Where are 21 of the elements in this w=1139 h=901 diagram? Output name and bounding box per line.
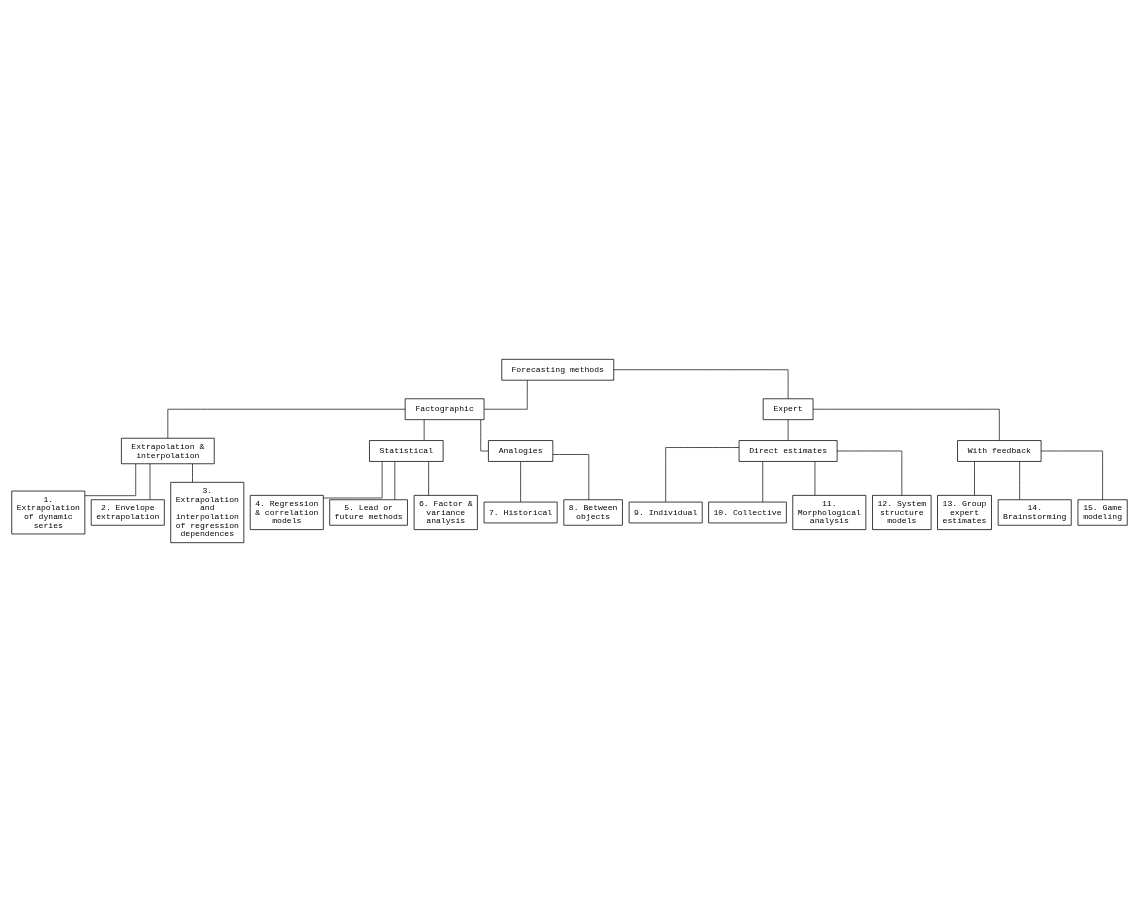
connector <box>762 460 764 502</box>
connector <box>665 446 740 502</box>
connector <box>323 460 383 498</box>
connector <box>149 463 151 500</box>
connector <box>613 368 789 399</box>
connector <box>974 460 975 496</box>
connector <box>812 408 1000 441</box>
connector <box>428 460 429 496</box>
connector <box>394 460 396 500</box>
connector <box>552 453 590 500</box>
connector <box>483 379 528 410</box>
connector <box>192 463 193 482</box>
connector <box>1040 450 1103 500</box>
connector <box>84 463 137 496</box>
connector <box>480 418 489 451</box>
connector <box>787 418 789 441</box>
connector <box>836 450 903 496</box>
connector <box>520 460 521 502</box>
connector <box>423 418 425 441</box>
connector <box>1019 460 1020 500</box>
connector <box>814 460 816 496</box>
